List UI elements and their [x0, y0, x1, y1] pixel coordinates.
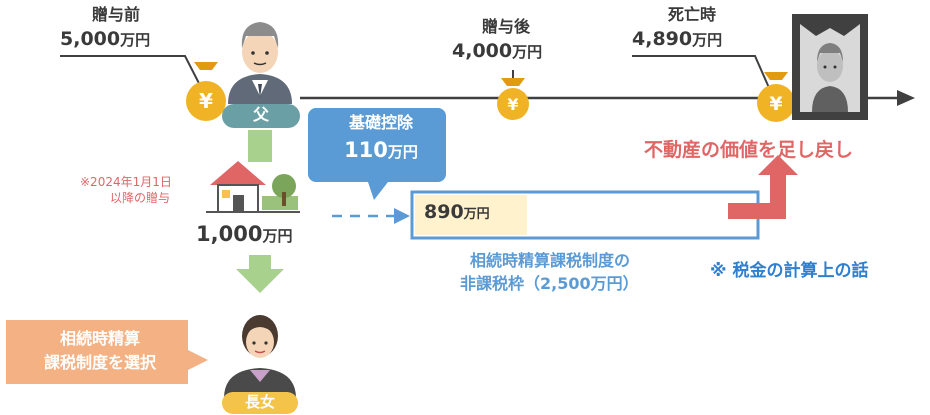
taxable-fill: [415, 195, 527, 235]
deduction-dashed-arrowhead: [394, 208, 410, 224]
svg-text:¥: ¥: [769, 93, 782, 115]
house-icon: [206, 161, 300, 213]
money-bag-icon-after: ¥: [497, 78, 529, 120]
deduction-title: 基礎控除: [348, 113, 413, 132]
father-badge-bg: [222, 104, 300, 128]
death-label: 死亡時: [668, 5, 717, 24]
add-back-text: 不動産の価値を足し戻し: [644, 139, 854, 161]
death-amount: 4,890万円: [632, 28, 723, 50]
leader-death: [632, 55, 771, 91]
before-label: 贈与前: [92, 5, 141, 24]
money-bag-icon-before: ¥: [186, 62, 226, 121]
gift-note-line1: ※2024年1月1日: [80, 175, 172, 189]
taxable-amount: 890万円: [424, 201, 490, 223]
gift-amount: 1,000万円: [196, 222, 293, 246]
gift-note-line2: 以降の贈与: [110, 191, 171, 205]
svg-text:¥: ¥: [507, 95, 518, 114]
svg-text:¥: ¥: [199, 89, 213, 113]
after-label: 贈与後: [482, 17, 531, 36]
daughter-badge: 長女: [244, 393, 275, 411]
father-badge: 父: [252, 105, 269, 124]
election-line2: 課税制度を選択: [43, 353, 156, 372]
tax-note: ※ 税金の計算上の話: [710, 261, 869, 281]
exemption-line1: 相続時精算課税制度の: [470, 251, 631, 270]
exemption-line2: 非課税枠（2,500万円）: [460, 274, 639, 293]
deduction-amount: 110万円: [344, 138, 418, 162]
before-amount: 5,000万円: [60, 28, 151, 50]
gift-arrow-upper: [248, 130, 272, 162]
timeline-arrowhead: [897, 90, 915, 106]
daughter-avatar-icon: [224, 315, 296, 398]
election-line1: 相続時精算: [59, 329, 140, 348]
deduction-callout-bg: [308, 108, 446, 200]
memorial-portrait-icon: [792, 14, 868, 120]
election-callout-bg: [6, 320, 208, 384]
father-avatar-icon: [228, 22, 292, 104]
daughter-badge-bg: [222, 392, 298, 414]
gift-arrow-lower: [236, 255, 284, 293]
leader-before: [60, 55, 206, 96]
after-amount: 4,000万円: [452, 40, 543, 62]
money-bag-icon-death: ¥: [757, 72, 795, 122]
add-back-arrow: [728, 155, 798, 219]
